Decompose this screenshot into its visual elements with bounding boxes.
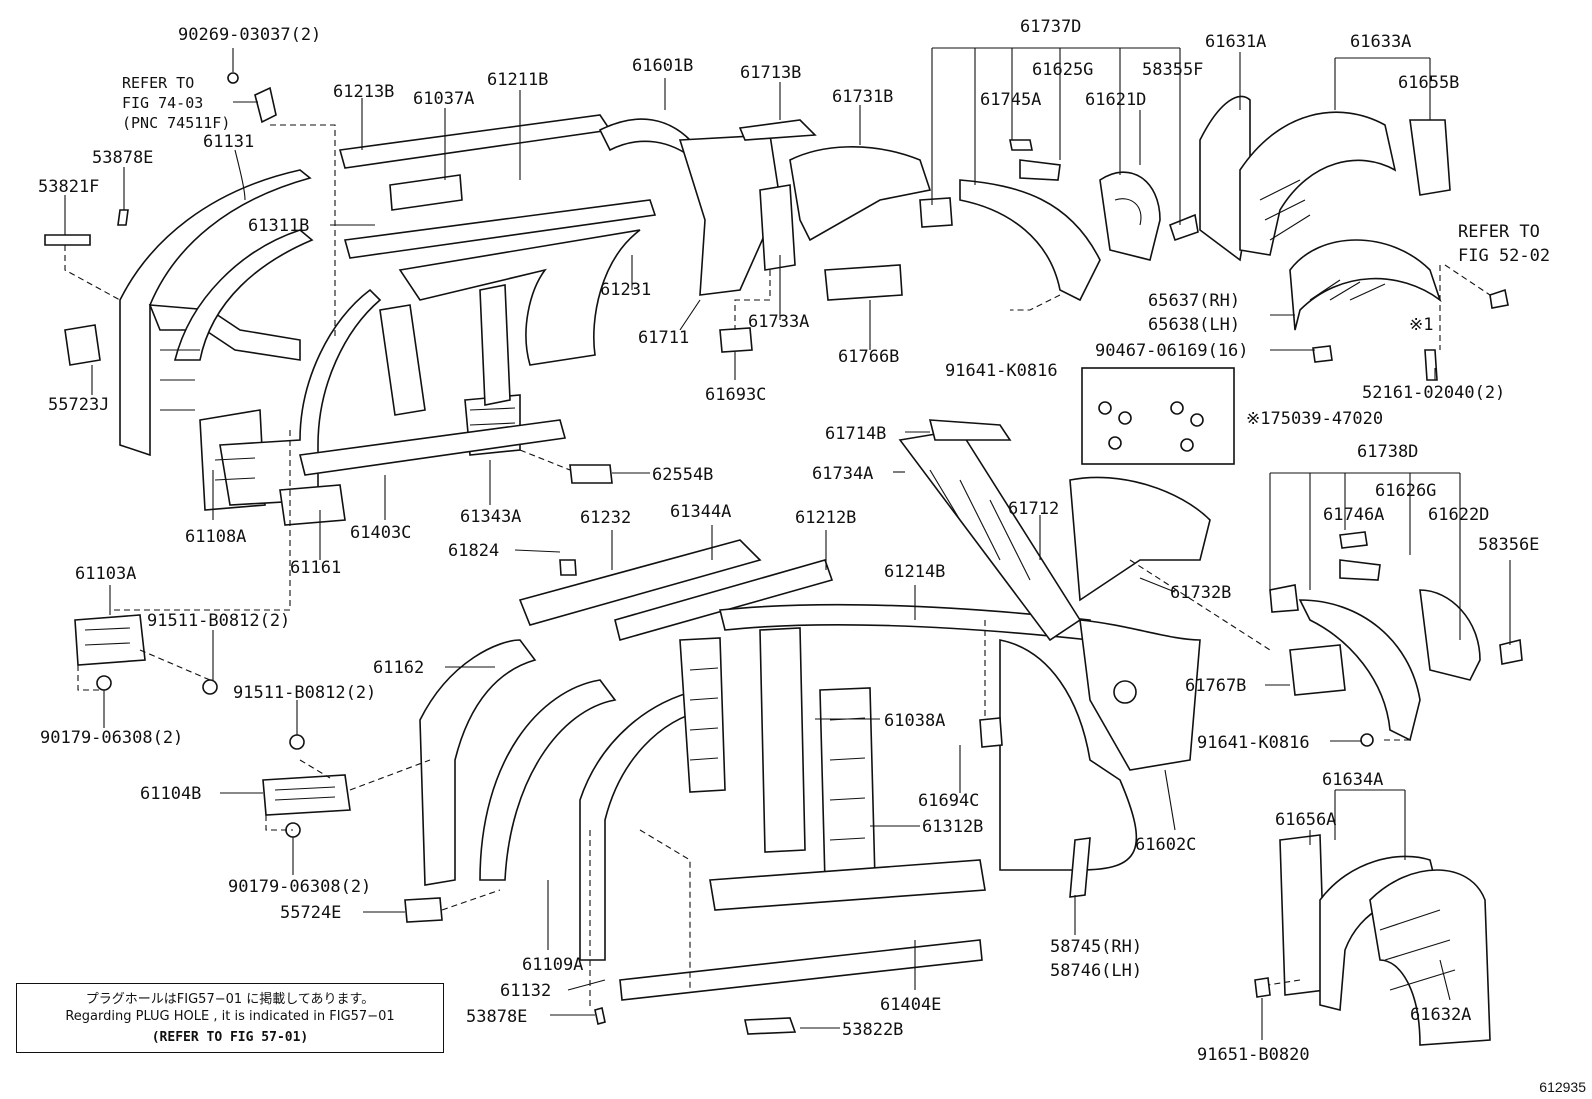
label-61213b: 61213B xyxy=(333,82,394,102)
label-refer-to-74-line2: FIG 74-03 xyxy=(122,94,203,112)
label-55723j: 55723J xyxy=(48,395,109,415)
plug-hole-note-box: プラグホールはFIG57−01 に掲載してあります。 Regarding PLU… xyxy=(16,983,444,1053)
label-61601b: 61601B xyxy=(632,56,693,76)
label-53878e-bottom: 53878E xyxy=(466,1007,527,1027)
label-61104b: 61104B xyxy=(140,784,201,804)
lower-left-brackets xyxy=(74,614,443,923)
label-58356e: 58356E xyxy=(1478,535,1539,555)
label-65638: 65638(LH) xyxy=(1148,315,1240,335)
label-61732b: 61732B xyxy=(1170,583,1231,603)
front-side-outer-assembly-shape xyxy=(119,114,697,526)
rear-inner-upper-group xyxy=(678,119,1199,353)
label-62554b: 62554B xyxy=(652,465,713,485)
label-53822b: 53822B xyxy=(842,1020,903,1040)
label-90179-06308-b: 90179-06308(2) xyxy=(228,877,371,897)
label-55724e: 55724E xyxy=(280,903,341,923)
label-58746: 58746(LH) xyxy=(1050,961,1142,981)
dashed-relation-lines xyxy=(64,124,1491,1010)
label-61713b: 61713B xyxy=(740,63,801,83)
label-61212b: 61212B xyxy=(795,508,856,528)
label-91651-b0820: 91651-B0820 xyxy=(1197,1045,1310,1065)
part-number-labels: 90269-03037(2) REFER TO FIG 74-03 (PNC 7… xyxy=(38,17,1550,1065)
label-91511-b0812-b: 91511-B0812(2) xyxy=(233,683,376,703)
label-90467-06169: 90467-06169(16) xyxy=(1095,341,1249,361)
figure-number: 612935 xyxy=(1539,1079,1586,1095)
label-175039-47020: ※175039-47020 xyxy=(1246,409,1383,429)
label-61161: 61161 xyxy=(290,558,341,578)
label-53821f: 53821F xyxy=(38,177,99,197)
label-65637: 65637(RH) xyxy=(1148,291,1240,311)
label-61738d: 61738D xyxy=(1357,442,1418,462)
label-61621d: 61621D xyxy=(1085,90,1146,110)
label-52161-02040: 52161-02040(2) xyxy=(1362,383,1505,403)
label-61824: 61824 xyxy=(448,541,499,561)
label-61734a: 61734A xyxy=(812,464,873,484)
label-61214b: 61214B xyxy=(884,562,945,582)
label-53878e-top: 53878E xyxy=(92,148,153,168)
label-61038a: 61038A xyxy=(884,711,945,731)
lower-right-wheelhouse xyxy=(1254,531,1523,1046)
label-61132: 61132 xyxy=(500,981,551,1001)
label-90179-06308-a: 90179-06308(2) xyxy=(40,728,183,748)
label-61622d: 61622D xyxy=(1428,505,1489,525)
note-refer-line: (REFER TO FIG 57-01) xyxy=(151,1030,309,1045)
screw-set-box xyxy=(1081,367,1235,465)
label-61745a: 61745A xyxy=(980,90,1041,110)
label-61711: 61711 xyxy=(638,328,689,348)
label-61766b: 61766B xyxy=(838,347,899,367)
label-61343a: 61343A xyxy=(460,507,521,527)
label-refer-to-74-line3: (PNC 74511F) xyxy=(122,114,230,132)
label-61712: 61712 xyxy=(1008,499,1059,519)
label-61131: 61131 xyxy=(203,132,254,152)
label-61737d: 61737D xyxy=(1020,17,1081,37)
leader-lines xyxy=(64,47,1511,1040)
label-58745: 58745(RH) xyxy=(1050,937,1142,957)
label-61403c: 61403C xyxy=(350,523,411,543)
label-61714b: 61714B xyxy=(825,424,886,444)
label-61655b: 61655B xyxy=(1398,73,1459,93)
label-refer-to-52-line1: REFER TO xyxy=(1458,222,1540,242)
label-91511-b0812-a: 91511-B0812(2) xyxy=(147,611,290,631)
label-61746a: 61746A xyxy=(1323,505,1384,525)
label-61633a: 61633A xyxy=(1350,32,1411,52)
label-61103a: 61103A xyxy=(75,564,136,584)
label-61162: 61162 xyxy=(373,658,424,678)
rear-wheelhouse-upper xyxy=(1199,95,1509,381)
rear-side-outer-assembly-shape xyxy=(419,419,1211,1035)
label-61211b: 61211B xyxy=(487,70,548,90)
label-61656a: 61656A xyxy=(1275,810,1336,830)
label-61109a: 61109A xyxy=(522,955,583,975)
label-61626g: 61626G xyxy=(1375,481,1436,501)
note-english-line: Regarding PLUG HOLE , it is indicated in… xyxy=(65,1009,395,1024)
note-japanese-line: プラグホールはFIG57−01 に掲載してあります。 xyxy=(85,992,375,1007)
label-61694c: 61694C xyxy=(918,791,979,811)
label-61232: 61232 xyxy=(580,508,631,528)
label-61767b: 61767B xyxy=(1185,676,1246,696)
label-refer-to-52-line2: FIG 52-02 xyxy=(1458,246,1550,266)
label-91641-k0816-top: 91641-K0816 xyxy=(945,361,1058,381)
small-brackets-upper-left xyxy=(44,72,613,484)
label-61404e: 61404E xyxy=(880,995,941,1015)
label-61693c: 61693C xyxy=(705,385,766,405)
label-61634a: 61634A xyxy=(1322,770,1383,790)
label-61344a: 61344A xyxy=(670,502,731,522)
label-61631a: 61631A xyxy=(1205,32,1266,52)
label-91641-k0816-bottom: 91641-K0816 xyxy=(1197,733,1310,753)
label-61632a: 61632A xyxy=(1410,1005,1471,1025)
label-x1: ※1 xyxy=(1409,315,1433,335)
label-61108a: 61108A xyxy=(185,527,246,547)
label-61733a: 61733A xyxy=(748,312,809,332)
label-61037a: 61037A xyxy=(413,89,474,109)
label-61231: 61231 xyxy=(600,280,651,300)
label-61311b: 61311B xyxy=(248,216,309,236)
label-61602c: 61602C xyxy=(1135,835,1196,855)
label-61312b: 61312B xyxy=(922,817,983,837)
label-61731b: 61731B xyxy=(832,87,893,107)
label-58355f: 58355F xyxy=(1142,60,1203,80)
label-61625g: 61625G xyxy=(1032,60,1093,80)
label-90269-03037: 90269-03037(2) xyxy=(178,25,321,45)
label-refer-to-74-line1: REFER TO xyxy=(122,74,194,92)
